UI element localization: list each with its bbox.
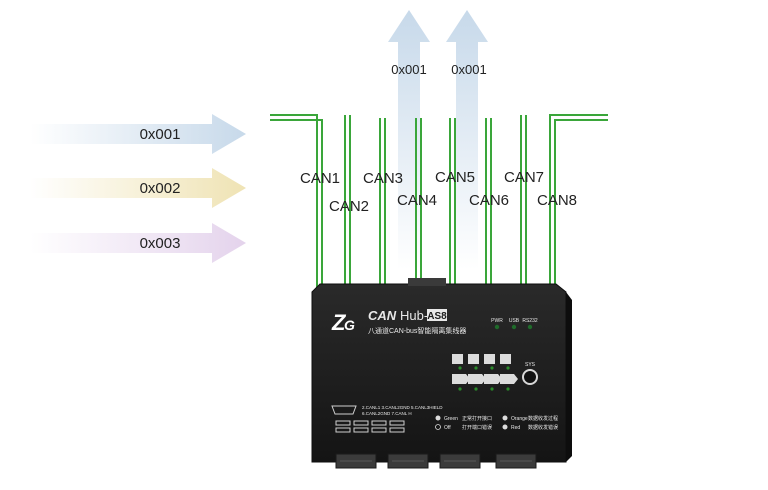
output-arrow-1 [388, 10, 430, 270]
legend-green-text: 正常打开接口 [462, 415, 492, 422]
brand-name: Hub- [400, 308, 428, 323]
legend-orange-state: Orange [511, 416, 528, 422]
input-label-3: 0x003 [140, 235, 181, 252]
legend-red-text: 数据收发错误 [528, 424, 558, 431]
legend-green-state: Green [444, 416, 458, 422]
legend-orange-text: 数据收发过程 [528, 415, 558, 422]
can1-wire [270, 114, 323, 290]
can3-label: CAN3 [363, 170, 403, 187]
sys-label: SYS [525, 362, 536, 368]
output-label-2: 0x001 [451, 62, 486, 77]
legend-red-state: Red [511, 425, 520, 431]
usb-led-label: USB [509, 318, 520, 324]
input-arrow-3 [30, 223, 246, 263]
can7-wire [520, 115, 527, 290]
can6-label: CAN6 [469, 192, 509, 209]
can4-label: CAN4 [397, 192, 437, 209]
svg-text:G: G [344, 317, 355, 333]
can4-wire [415, 118, 422, 290]
input-arrow-1 [30, 114, 246, 154]
input-label-2: 0x002 [140, 180, 181, 197]
legend-green-icon [435, 415, 441, 421]
bottom-connectors [335, 453, 537, 469]
output-arrow-2 [446, 10, 488, 270]
canhub-device: Z G CAN Hub- AS8 八通道CAN-bus智能隔离集线器 PWR U… [311, 278, 572, 469]
zlg-logo-icon: Z G [331, 310, 355, 335]
can3-wire [379, 118, 386, 290]
legend-orange-icon [502, 415, 508, 421]
legend-off-icon [435, 424, 441, 430]
rs232-led-label: RS232 [522, 318, 538, 324]
can-labels: CAN1 CAN2 CAN3 CAN4 CAN5 CAN6 CAN7 CAN8 [300, 169, 577, 215]
can8-wire [549, 114, 608, 290]
can6-wire [485, 118, 492, 290]
can5-wire [449, 118, 456, 290]
channel-markers [335, 420, 405, 433]
output-label-1: 0x001 [391, 62, 426, 77]
can2-label: CAN2 [329, 198, 369, 215]
input-arrow-2 [30, 168, 246, 208]
can8-label: CAN8 [537, 192, 577, 209]
channel-led-grid [452, 354, 518, 391]
can-bus-wires [270, 114, 608, 290]
device-subtitle: 八通道CAN-bus智能隔离集线器 [368, 326, 466, 335]
legend-off-state: Off [444, 425, 451, 431]
svg-text:Z: Z [331, 310, 347, 335]
legend-off-text: 打开端口错误 [462, 424, 492, 431]
brand-prefix: CAN [368, 308, 397, 323]
can5-label: CAN5 [435, 169, 475, 186]
port-pinout-line2: 6.CANL2GND 7.CANL H [362, 411, 412, 416]
legend-red-icon [502, 424, 508, 430]
pwr-led-label: PWR [491, 318, 503, 324]
pwr-led-icon [494, 324, 500, 330]
model-name: AS8 [427, 311, 447, 322]
can7-label: CAN7 [504, 169, 544, 186]
db9-port-icon [331, 405, 357, 415]
can2-wire [344, 115, 351, 290]
input-label-1: 0x001 [140, 126, 181, 143]
usb-led-icon [511, 324, 517, 330]
can1-label: CAN1 [300, 170, 340, 187]
rs232-led-icon [527, 324, 533, 330]
port-pinout-line1: 2.CANL1 3.CANL2GND 5.CANL3HIELD [362, 405, 443, 410]
sys-button [522, 369, 538, 385]
